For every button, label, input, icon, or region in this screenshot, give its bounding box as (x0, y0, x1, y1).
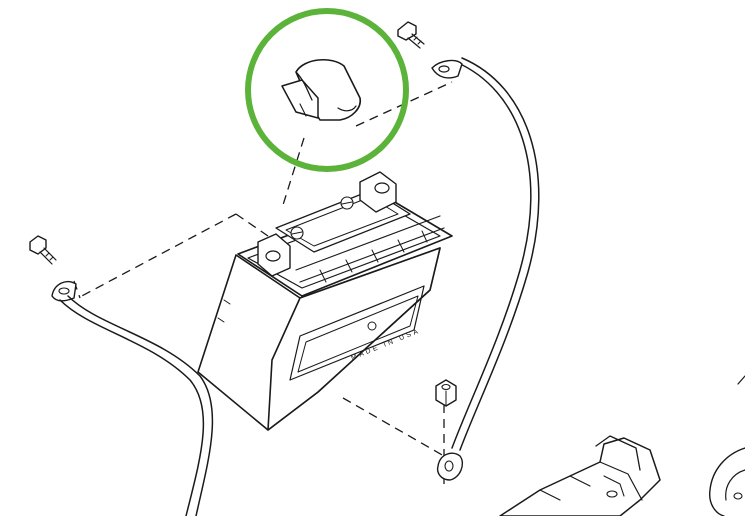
highlight-circle (245, 8, 409, 172)
battery-cable-right (431, 57, 540, 481)
frame-bracket (499, 435, 661, 516)
edge-tick (737, 375, 745, 385)
terminal-cover (281, 59, 362, 121)
bolt-icon (397, 21, 425, 49)
partial-part-right (709, 447, 745, 516)
bolt-icon-left (29, 235, 57, 265)
battery-cable-left (51, 280, 214, 516)
battery: MADE IN USA (197, 171, 453, 431)
nut-icon (435, 379, 457, 407)
